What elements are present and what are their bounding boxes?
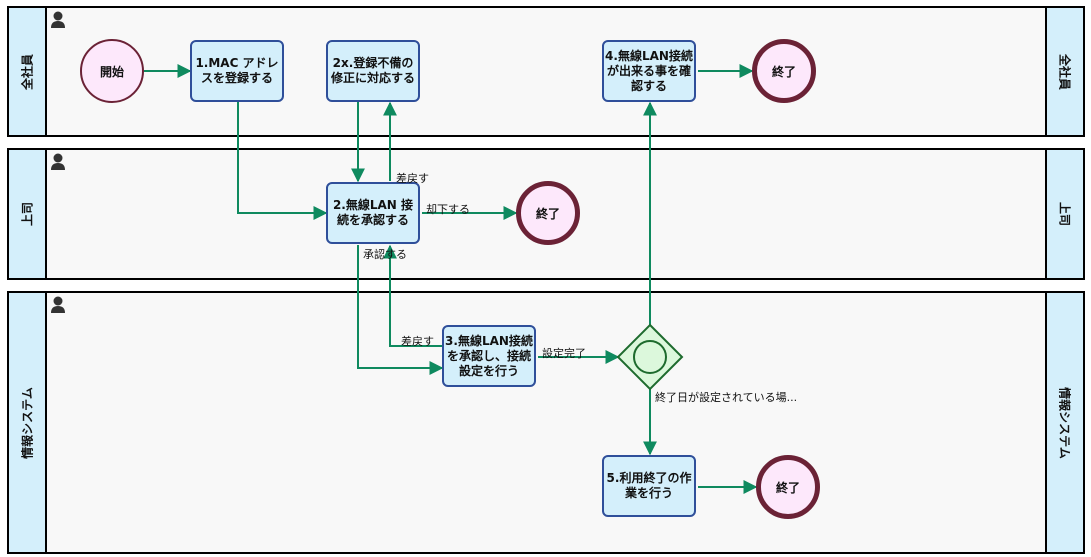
edge-label-return: 差戻す — [401, 335, 434, 348]
person-icon — [51, 153, 65, 170]
edge-label-reject: 却下する — [426, 203, 470, 216]
lane-header-right[interactable]: 全社員 — [1045, 8, 1083, 135]
end-event-1[interactable]: 終了 — [752, 39, 816, 103]
edge-label-setup-done: 設定完了 — [542, 347, 586, 360]
edge-label-return: 差戻す — [396, 172, 429, 185]
lane-information-systems: 情報システム 情報システム — [7, 291, 1085, 554]
person-icon — [51, 11, 65, 28]
lane-header-left[interactable]: 情報システム — [9, 293, 47, 552]
edge-label-approve: 承認する — [363, 248, 407, 261]
lane-header-left[interactable]: 上司 — [9, 150, 47, 278]
task-5-end-of-use[interactable]: 5.利用終了の作業を行う — [602, 455, 696, 517]
person-icon — [51, 296, 65, 313]
end-event-2[interactable]: 終了 — [516, 181, 580, 245]
task-2x-fix-registration[interactable]: 2x.登録不備の修正に対応する — [326, 40, 420, 102]
end-event-3[interactable]: 終了 — [756, 455, 820, 519]
lane-header-right[interactable]: 上司 — [1045, 150, 1083, 278]
task-4-confirm-connection[interactable]: 4.無線LAN接続が出来る事を確認する — [602, 40, 696, 102]
edge-label-end-date-set: 終了日が設定されている場... — [655, 391, 798, 404]
gateway-circle-icon — [633, 340, 667, 374]
task-2-approve[interactable]: 2.無線LAN 接続を承認する — [326, 182, 420, 244]
start-event[interactable]: 開始 — [80, 39, 144, 103]
lane-header-left[interactable]: 全社員 — [9, 8, 47, 135]
lane-header-right[interactable]: 情報システム — [1045, 293, 1083, 552]
gateway-inclusive[interactable] — [616, 323, 684, 391]
edge-task1-to-task2[interactable] — [237, 102, 328, 220]
edge-task2-to-task3[interactable] — [357, 245, 444, 375]
lane-all-employees: 全社員 全社員 — [7, 6, 1085, 137]
task-1-register-mac[interactable]: 1.MAC アドレスを登録する — [190, 40, 284, 102]
edge-task3-to-task2[interactable] — [383, 244, 442, 347]
task-3-approve-and-configure[interactable]: 3.無線LAN接続を承認し、接続設定を行う — [442, 325, 536, 387]
